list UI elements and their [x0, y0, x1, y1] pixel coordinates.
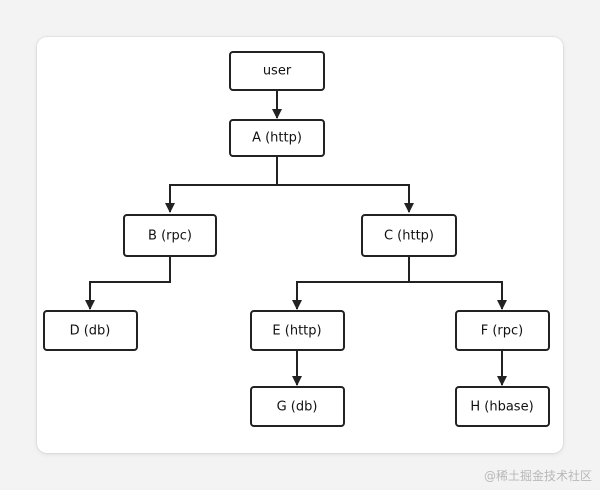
node-c-label: C (http): [384, 229, 434, 244]
edge-a-to-b: [165, 156, 278, 213]
node-d-label: D (db): [70, 324, 111, 339]
node-f: F (rpc): [455, 310, 550, 351]
node-g: G (db): [250, 386, 345, 427]
node-b: B (rpc): [123, 214, 217, 257]
watermark: @稀土掘金技术社区: [483, 469, 592, 483]
node-e-label: E (http): [272, 324, 321, 339]
node-user: user: [229, 51, 325, 91]
edge-a-to-c: [277, 184, 414, 213]
node-g-label: G (db): [277, 400, 318, 415]
edge-b-to-d: [85, 256, 171, 310]
node-e: E (http): [250, 310, 345, 351]
node-user-label: user: [263, 64, 292, 79]
node-d: D (db): [43, 310, 138, 351]
node-a-label: A (http): [252, 131, 302, 146]
edge-c-to-e: [292, 256, 410, 310]
node-c: C (http): [361, 214, 457, 257]
node-a: A (http): [229, 119, 325, 157]
edge-c-to-f: [409, 281, 507, 310]
node-f-label: F (rpc): [481, 324, 524, 339]
node-h-label: H (hbase): [470, 400, 533, 415]
node-h: H (hbase): [455, 386, 550, 427]
node-b-label: B (rpc): [148, 229, 192, 244]
